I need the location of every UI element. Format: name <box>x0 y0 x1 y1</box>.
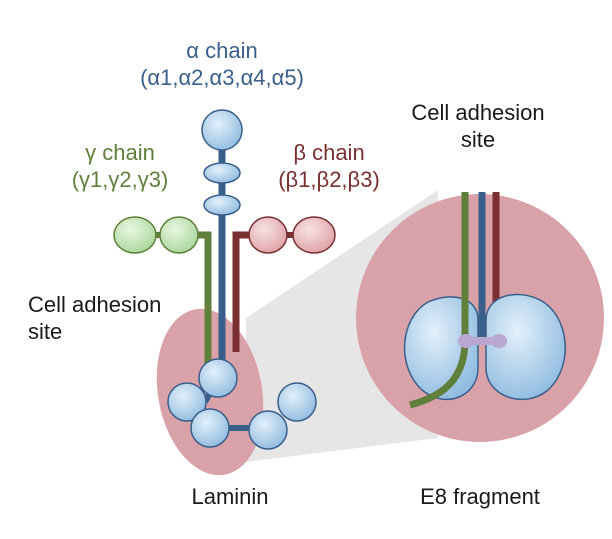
alpha-domain-2 <box>203 162 241 184</box>
lg-domain-5 <box>277 382 317 422</box>
alpha-domain-top <box>201 109 243 151</box>
e8-fragment-structure <box>403 192 566 409</box>
gamma-chain-title: γ chain <box>85 140 155 165</box>
beta-domain-2 <box>292 216 336 254</box>
lg-domain-3 <box>190 408 230 448</box>
gamma-domain-2 <box>159 216 199 254</box>
beta-chain-isoforms: (β1,β2,β3) <box>278 166 380 192</box>
adhesion-left-line2: site <box>28 318 63 344</box>
gamma-chain-label: γ chain (γ1,γ2,γ3) <box>40 140 200 194</box>
lg-domain-1 <box>198 358 238 398</box>
e8-fragment-caption: E8 fragment <box>420 484 540 509</box>
laminin-caption: Laminin <box>191 484 269 509</box>
adhesion-left-line1: Cell adhesion <box>28 292 162 317</box>
gamma-domain-1 <box>113 216 157 254</box>
adhesion-right-line1: Cell adhesion <box>411 100 545 125</box>
alpha-chain-isoforms: (α1,α2,α3,α4,α5) <box>140 64 304 90</box>
beta-chain-label: β chain (β1,β2,β3) <box>254 140 404 194</box>
adhesion-site-label-left: Cell adhesion site <box>28 292 161 346</box>
gamma-chain-isoforms: (γ1,γ2,γ3) <box>71 166 169 192</box>
lg-domain-4 <box>248 410 288 450</box>
adhesion-site-label-right: Cell adhesion site <box>378 100 578 154</box>
alpha-chain-title: α chain <box>186 38 258 63</box>
e8-crosslink-right <box>491 334 507 348</box>
e8-lg-domain-right <box>485 293 566 401</box>
beta-chain-title: β chain <box>293 140 365 165</box>
laminin-structure <box>113 109 336 450</box>
alpha-domain-3 <box>203 194 241 216</box>
adhesion-right-line2: site <box>460 126 496 152</box>
beta-domain-1 <box>248 216 288 254</box>
e8-crosslink-bar <box>466 337 498 345</box>
lg-domain-2 <box>167 382 207 422</box>
alpha-chain-label: α chain (α1,α2,α3,α4,α5) <box>122 38 322 92</box>
